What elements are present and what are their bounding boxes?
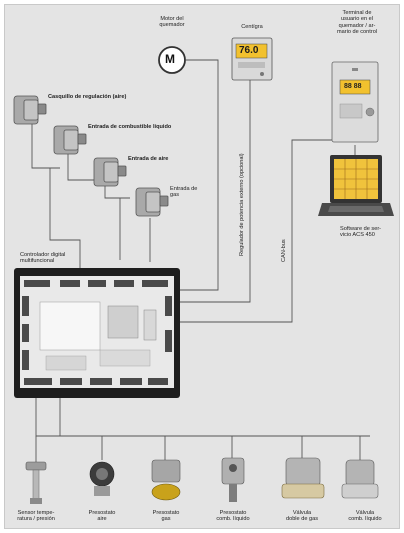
- bottom-label-gas-valve: Válvula doble de gas: [285, 510, 319, 523]
- actuator-gas-inlet-icon: [135, 187, 169, 217]
- air-inlet-label: Entrada de aire: [128, 156, 169, 162]
- wire-can-bus: [180, 139, 340, 323]
- wire-actuator-chain: [49, 168, 81, 268]
- double-gas-valve-icon: [281, 457, 325, 499]
- actuator-air-inlet-icon: [93, 157, 127, 187]
- actuator-air-damper-icon: [13, 95, 47, 125]
- motor-icon: [158, 46, 186, 74]
- motor-label: Motor del quemador: [159, 16, 185, 29]
- sensor-temperature-pressure-icon: [25, 461, 47, 504]
- bottom-label-fuel-switch: Presostato comb. líquido: [216, 510, 250, 523]
- bottom-label-gas-switch: Presostato gas: [152, 510, 180, 523]
- bottom-label-air-switch: Presostato aire: [88, 510, 116, 523]
- digital-controller-icon: [14, 268, 180, 398]
- controller-label: Controlador digital multifuncional: [20, 252, 66, 265]
- actuators: [13, 95, 169, 217]
- wire-motor: [180, 59, 219, 291]
- laptop-label: Software de ser- vicio ACS 450: [340, 226, 382, 239]
- user-terminal-display: 88 88: [344, 83, 362, 90]
- laptop-icon: [318, 155, 394, 216]
- wire-sensor-bus: [35, 398, 370, 437]
- bottom-label-fuel-valve: Válvula comb. líquido: [348, 510, 382, 523]
- bottom-label-sensor: Sensor tempe- ratura / presión: [17, 510, 55, 523]
- wire-actuator-1: [31, 120, 60, 169]
- user-terminal-label: Terminal de usuario en el quemador / ar-…: [336, 10, 378, 36]
- centigrade-display-value: 76.0: [239, 45, 259, 56]
- centigrade-display-icon: [231, 37, 273, 81]
- user-terminal-icon: [331, 61, 379, 143]
- fuel-pressure-switch-icon: [221, 457, 245, 502]
- motor-symbol: M: [165, 52, 175, 66]
- gas-inlet-label: Entrada de gas: [170, 186, 198, 199]
- actuator-fuel-inlet-icon: [53, 125, 87, 155]
- fuel-inlet-label: Entrada de combustible líquido: [88, 124, 172, 130]
- air-damper-label: Casquillo de regulación (aire): [48, 94, 127, 100]
- centigrade-label: Centígra: [241, 24, 263, 30]
- gas-pressure-switch-icon: [151, 459, 181, 501]
- can-bus-label: CAN-bus: [281, 239, 287, 262]
- fuel-valve-icon: [341, 459, 379, 499]
- external-regulator-label: Regulador de potencia externo (opcional): [239, 153, 245, 256]
- wire-actuator-2: [67, 150, 100, 181]
- wire-centigrade: [180, 80, 251, 303]
- connection-wires: [31, 59, 370, 462]
- air-pressure-switch-icon: [89, 461, 115, 496]
